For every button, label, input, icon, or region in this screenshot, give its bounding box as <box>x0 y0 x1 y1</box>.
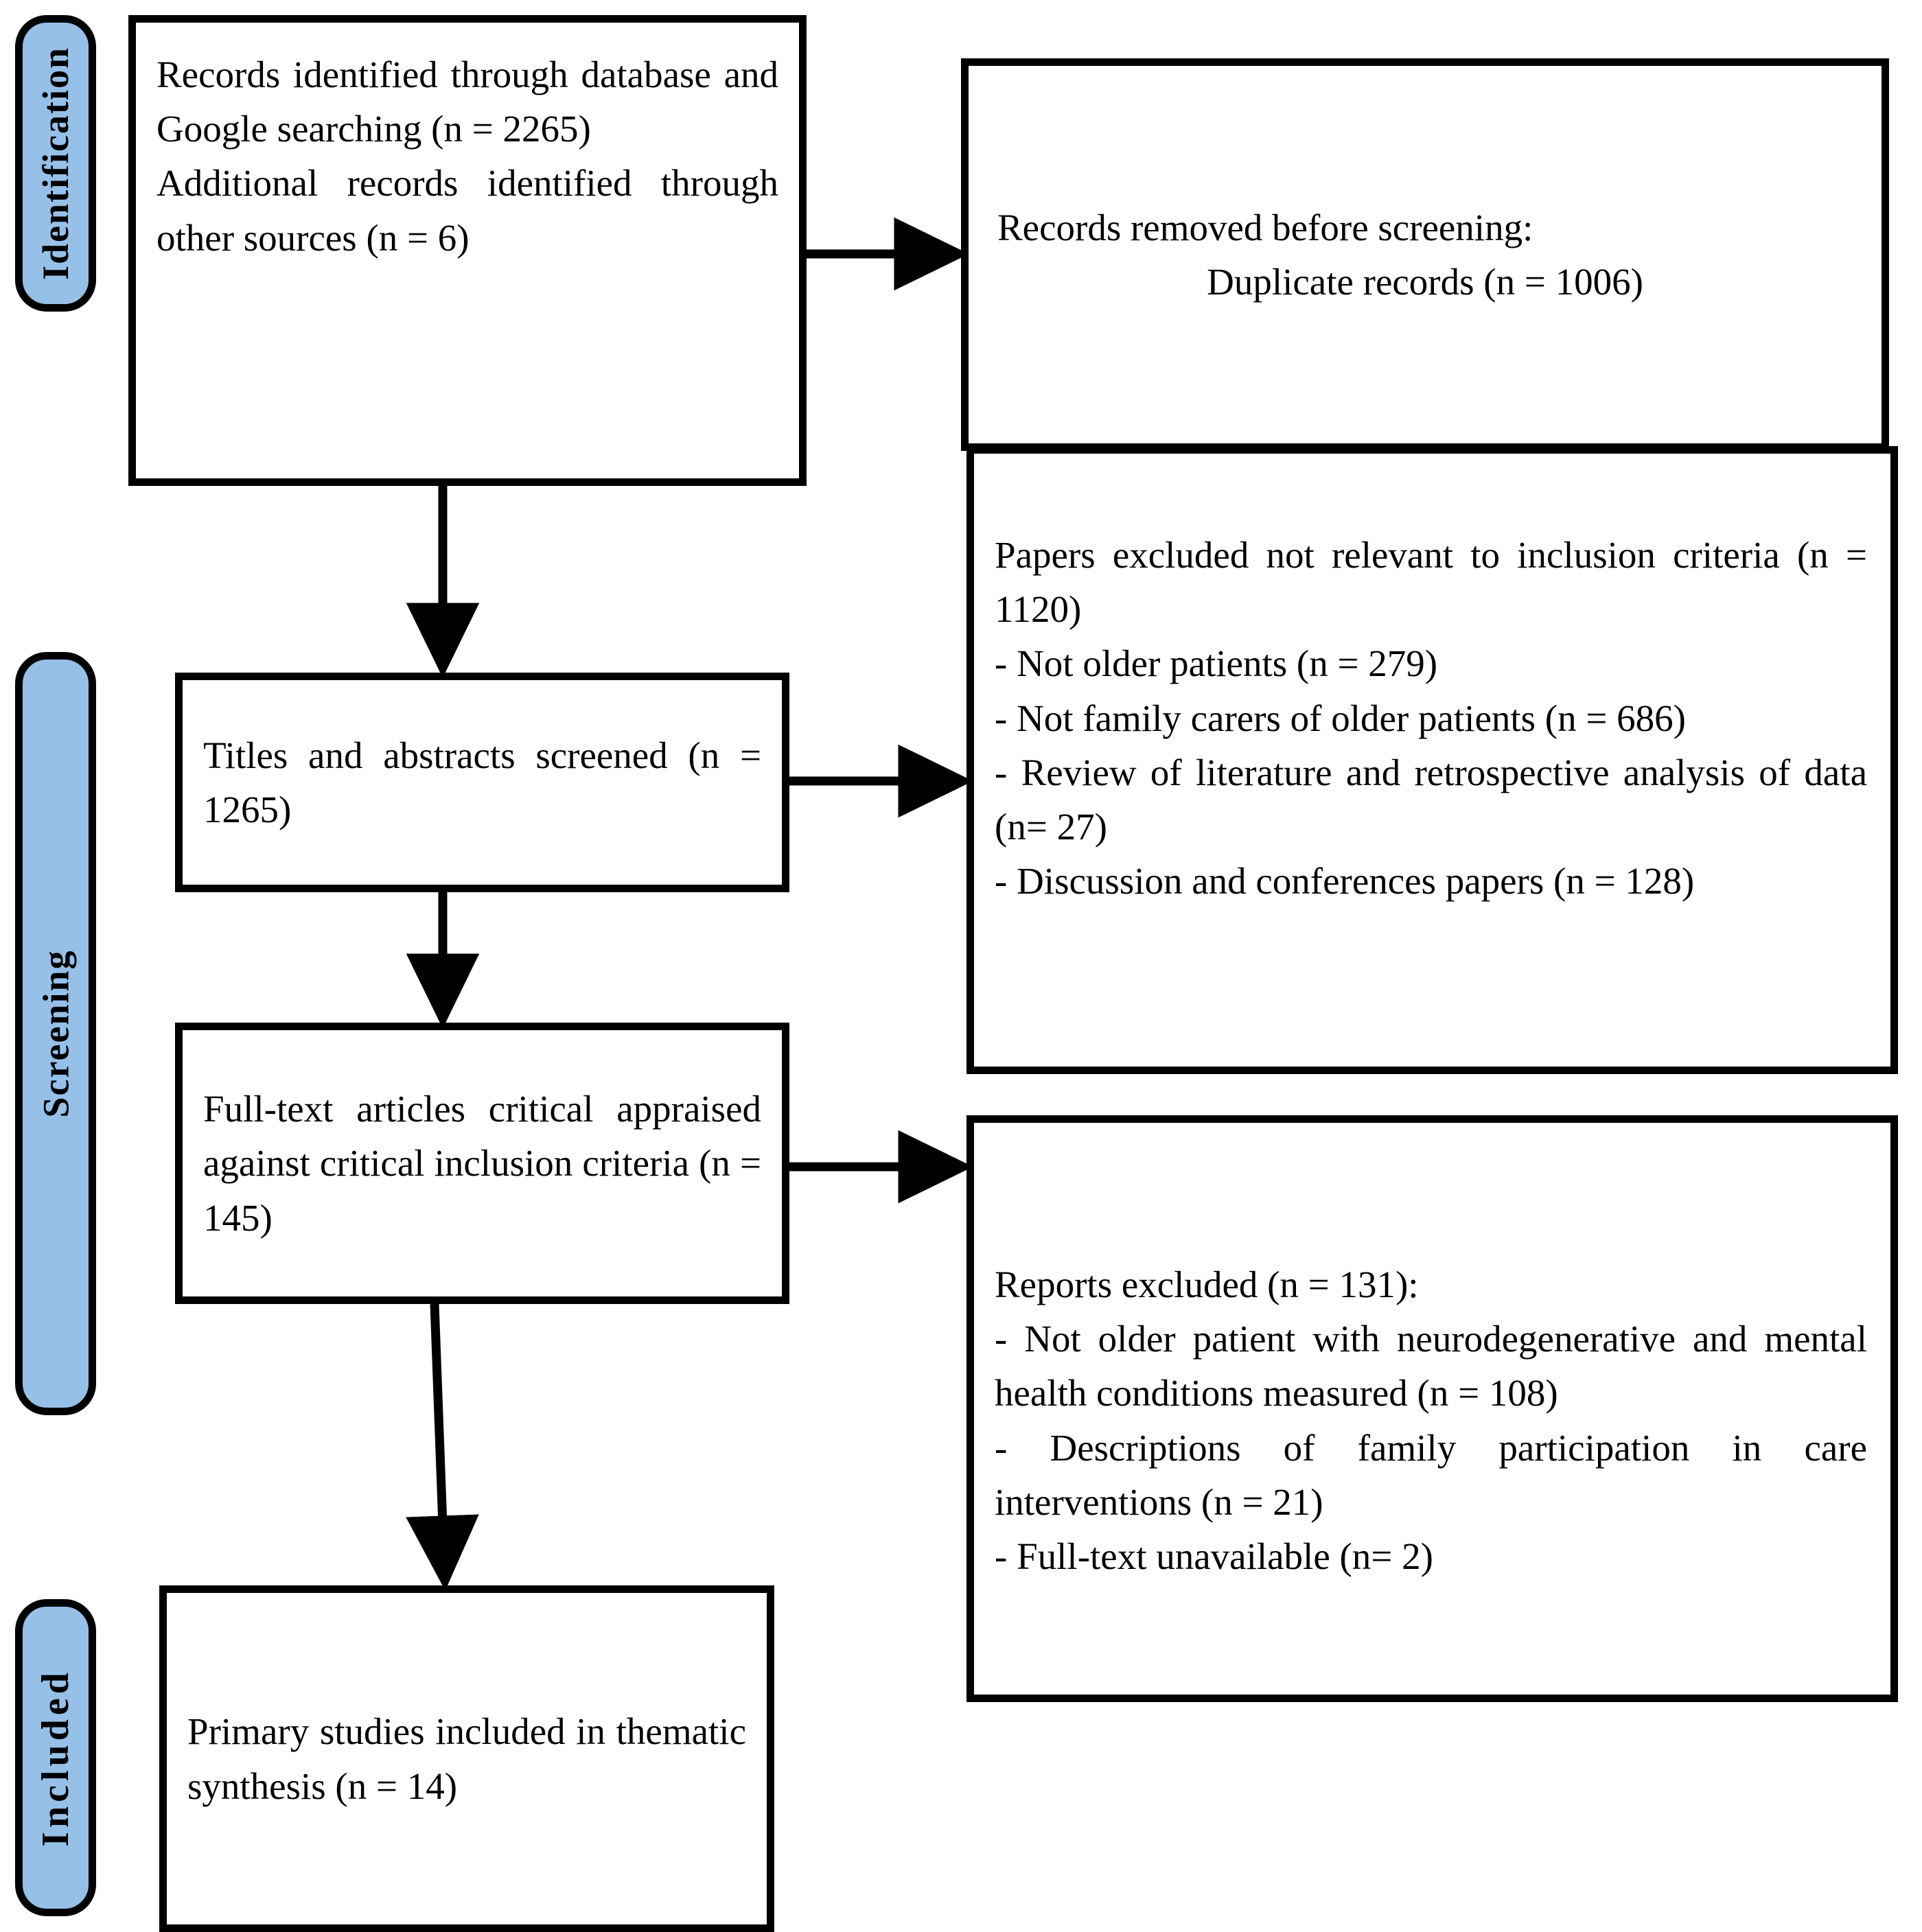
papers-excluded-line-1: Papers excluded not relevant to inclusio… <box>995 534 1867 631</box>
reports-excluded-line-4: - Full-text unavailable (n= 2) <box>995 1535 1433 1577</box>
papers-excluded-line-5: - Discussion and conferences papers (n =… <box>995 860 1695 903</box>
records-removed-line-2: Duplicate records (n = 1006) <box>1207 261 1643 303</box>
papers-excluded-line-4: - Review of literature and retrospective… <box>995 751 1867 848</box>
records-removed-line-1: Records removed before screening: <box>997 206 1533 248</box>
reports-excluded-line-2: - Not older patient with neurodegenerati… <box>995 1318 1867 1415</box>
phase-label-screening: Screening <box>35 949 76 1118</box>
box-primary-studies-included: Primary studies included in thematic syn… <box>159 1585 774 1932</box>
papers-excluded-line-3: - Not family carers of older patients (n… <box>995 697 1686 739</box>
papers-excluded-line-2: - Not older patients (n = 279) <box>995 642 1438 685</box>
box-titles-abstracts-screened: Titles and abstracts screened (n = 1265) <box>175 673 789 892</box>
box-fulltext-appraised: Full-text articles critical appraised ag… <box>175 1023 789 1304</box>
phase-label-identification: Identification <box>35 46 77 281</box>
phase-tab-screening: Screening <box>15 652 96 1415</box>
records-identified-line-2: Additional records identified through ot… <box>157 162 778 259</box>
phase-tab-identification: Identification <box>15 15 96 312</box>
reports-excluded-line-1: Reports excluded (n = 131): <box>995 1264 1419 1305</box>
arrow-fulltext-to-included <box>406 1303 479 1591</box>
titles-abstracts-screened-text: Titles and abstracts screened (n = 1265) <box>203 734 761 830</box>
fulltext-appraised-text: Full-text articles critical appraised ag… <box>203 1088 761 1239</box>
reports-excluded-line-3: - Descriptions of family participation i… <box>995 1426 1867 1523</box>
phase-tab-included: Included <box>15 1599 96 1916</box>
box-records-removed: Records removed before screening: Duplic… <box>961 58 1889 451</box>
primary-studies-included-text: Primary studies included in thematic syn… <box>187 1710 746 1807</box>
box-records-identified: Records identified through database and … <box>128 15 807 486</box>
phase-label-included: Included <box>34 1668 78 1847</box>
box-reports-excluded: Reports excluded (n = 131): - Not older … <box>966 1115 1898 1702</box>
box-papers-excluded: Papers excluded not relevant to inclusio… <box>966 446 1898 1074</box>
records-identified-line-1: Records identified through database and … <box>157 54 778 150</box>
